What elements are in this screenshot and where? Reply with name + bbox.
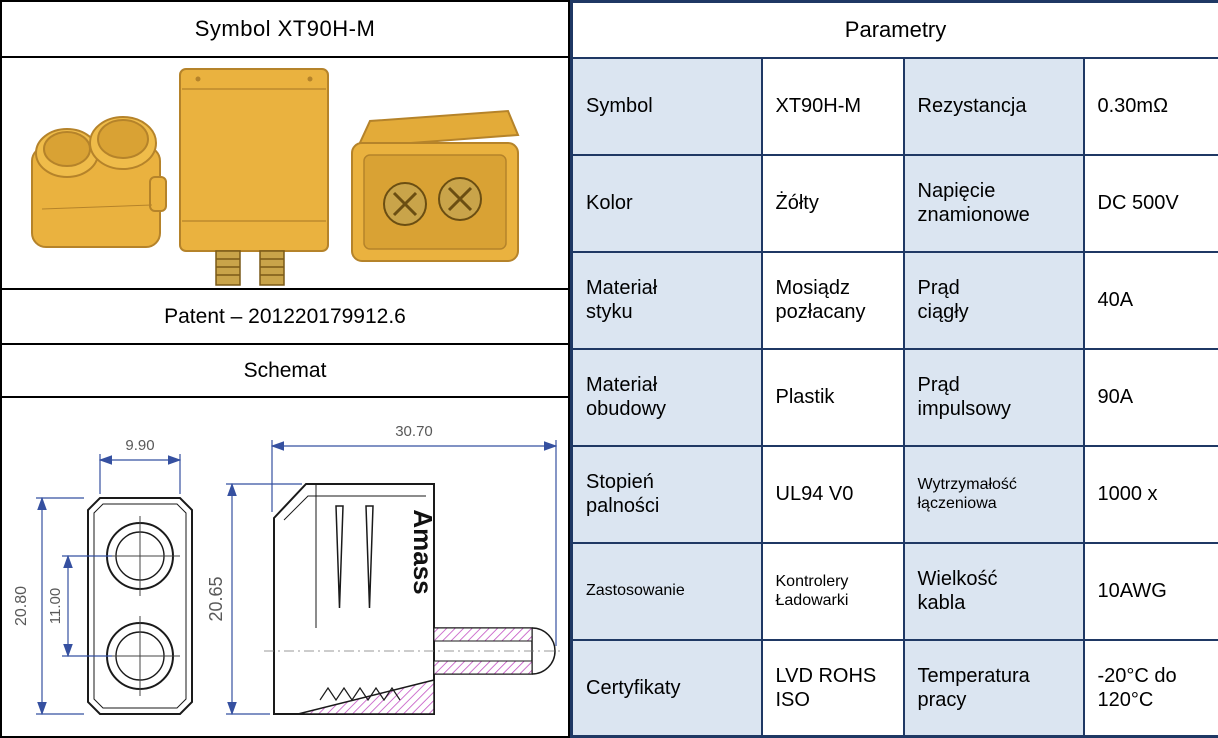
param-name-cell: Materiał styku xyxy=(570,250,763,350)
param-name-cell: Prąd impulsowy xyxy=(902,347,1085,447)
param-name-cell: Wytrzymałość łączeniowa xyxy=(902,444,1085,544)
connector-plug xyxy=(351,109,520,262)
param-value-cell: XT90H-M xyxy=(760,56,905,156)
param-name-cell: Prąd ciągły xyxy=(902,250,1085,350)
product-photo xyxy=(31,68,520,286)
table-row: Materiał obudowy Plastik Prąd impulsowy … xyxy=(570,347,1218,447)
schematic-section: Amass xyxy=(2,398,568,736)
param-value-cell: 90A xyxy=(1082,347,1218,447)
param-name-cell: Kolor xyxy=(570,153,763,253)
param-name-cell: Materiał obudowy xyxy=(570,347,763,447)
param-value-cell: 0.30mΩ xyxy=(1082,56,1218,156)
table-row: Stopień palności UL94 V0 Wytrzymałość łą… xyxy=(570,444,1218,544)
param-value-cell: Kontrolery Ładowarki xyxy=(760,541,905,641)
param-value-cell: UL94 V0 xyxy=(760,444,905,544)
param-value-cell: Mosiądz pozłacany xyxy=(760,250,905,350)
param-value-cell: 1000 x xyxy=(1082,444,1218,544)
param-name-cell: Temperatura pracy xyxy=(902,638,1085,738)
table-row: Materiał styku Mosiądz pozłacany Prąd ci… xyxy=(570,250,1218,350)
param-name-cell: Zastosowanie xyxy=(570,541,763,641)
connector-housing xyxy=(179,68,329,286)
param-value-cell: -20°C do 120°C xyxy=(1082,638,1218,738)
table-header-row: Parametry xyxy=(570,0,1218,59)
table-row: Zastosowanie Kontrolery Ładowarki Wielko… xyxy=(570,541,1218,641)
dimension-lines xyxy=(36,440,558,716)
param-value-cell: Plastik xyxy=(760,347,905,447)
dimension-labels: 9.90 20.80 11.00 20.65 30.70 xyxy=(13,423,433,626)
table-row: Kolor Żółty Napięcie znamionowe DC 500V xyxy=(570,153,1218,253)
connector-cap xyxy=(31,116,167,248)
side-view xyxy=(264,483,562,715)
left-panel: Symbol XT90H-M xyxy=(0,0,570,738)
dim-label-height-side: 20.65 xyxy=(206,576,226,621)
dim-label-height-front: 20.80 xyxy=(13,586,30,626)
parameters-table: Parametry Symbol XT90H-M Rezystancja 0.3… xyxy=(570,0,1218,738)
table-row: Symbol XT90H-M Rezystancja 0.30mΩ xyxy=(570,56,1218,156)
table-row: Certyfikaty LVD ROHS ISO Temperatura pra… xyxy=(570,638,1218,738)
param-value-cell: 10AWG xyxy=(1082,541,1218,641)
param-value-cell: DC 500V xyxy=(1082,153,1218,253)
param-name-cell: Wielkość kabla xyxy=(902,541,1085,641)
param-name-cell: Symbol xyxy=(570,56,763,156)
table-title: Parametry xyxy=(570,0,1218,59)
param-name-cell: Stopień palności xyxy=(570,444,763,544)
patent-label: Patent – 201220179912.6 xyxy=(2,290,568,345)
center-marks xyxy=(100,516,180,696)
schematic-drawing: Amass xyxy=(13,423,562,716)
param-value-cell: LVD ROHS ISO xyxy=(760,638,905,738)
schematic-title: Schemat xyxy=(2,345,568,398)
dim-label-pin-spacing: 11.00 xyxy=(47,588,64,624)
param-name-cell: Rezystancja xyxy=(902,56,1085,156)
param-value-cell: Żółty xyxy=(760,153,905,253)
symbol-title: Symbol XT90H-M xyxy=(2,2,568,58)
param-name-cell: Napięcie znamionowe xyxy=(902,153,1085,253)
dim-label-width-front: 9.90 xyxy=(125,437,154,454)
dim-label-length-side: 30.70 xyxy=(395,423,433,440)
param-value-cell: 40A xyxy=(1082,250,1218,350)
param-name-cell: Certyfikaty xyxy=(570,638,763,738)
product-photo-section xyxy=(2,58,568,290)
brand-label: Amass xyxy=(408,509,438,594)
